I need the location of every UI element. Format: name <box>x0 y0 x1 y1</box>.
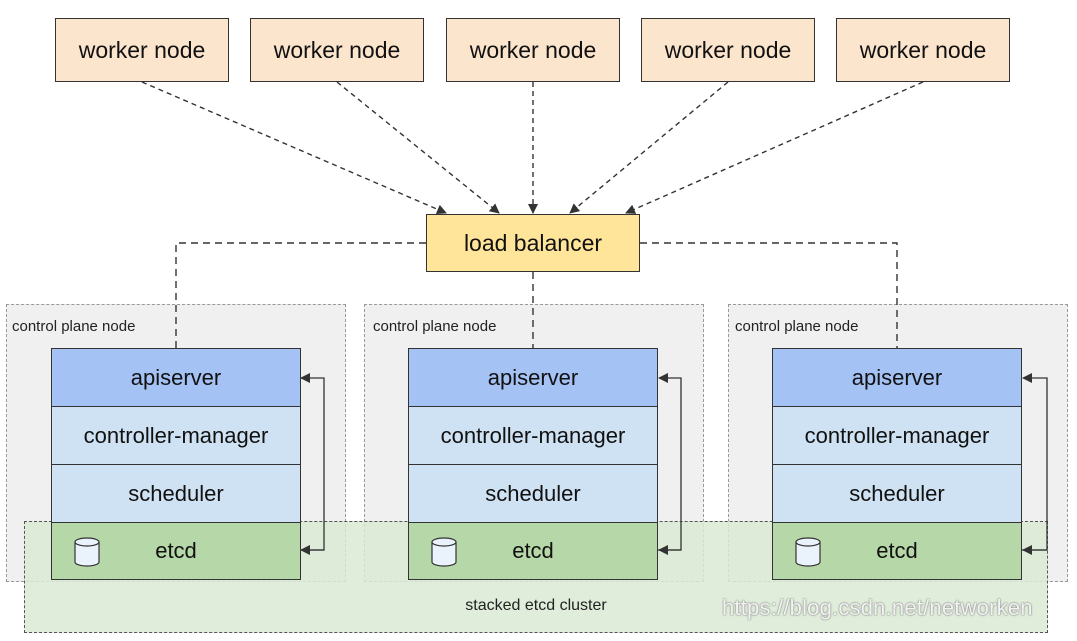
etcd-box: etcd <box>51 522 301 580</box>
etcd-cluster-label: stacked etcd cluster <box>465 597 607 614</box>
scheduler-box: scheduler <box>51 464 301 522</box>
worker-node-4: worker node <box>641 18 815 82</box>
controller-manager-box: controller-manager <box>51 406 301 464</box>
etcd-box: etcd <box>408 522 658 580</box>
controller-manager-box: controller-manager <box>772 406 1022 464</box>
apiserver-box: apiserver <box>408 348 658 406</box>
control-plane-stack-3: apiserver controller-manager scheduler e… <box>772 348 1022 580</box>
control-plane-label-3: control plane node <box>735 318 859 335</box>
etcd-label: etcd <box>876 538 918 563</box>
worker-node-3: worker node <box>446 18 620 82</box>
worker-to-lb-line-1 <box>141 81 447 215</box>
etcd-label: etcd <box>512 538 554 563</box>
database-icon <box>74 537 100 567</box>
lb-to-apiserver-line-3 <box>640 242 898 348</box>
controller-manager-box: controller-manager <box>408 406 658 464</box>
control-plane-stack-1: apiserver controller-manager scheduler e… <box>51 348 301 580</box>
etcd-box: etcd <box>772 522 1022 580</box>
worker-node-2: worker node <box>250 18 424 82</box>
control-plane-stack-2: apiserver controller-manager scheduler e… <box>408 348 658 580</box>
apiserver-box: apiserver <box>772 348 1022 406</box>
database-icon <box>795 537 821 567</box>
scheduler-box: scheduler <box>772 464 1022 522</box>
etcd-to-apiserver-loop-1 <box>300 373 325 551</box>
scheduler-box: scheduler <box>408 464 658 522</box>
control-plane-label-1: control plane node <box>12 318 136 335</box>
database-icon <box>431 537 457 567</box>
etcd-to-apiserver-loop-2 <box>658 373 682 551</box>
apiserver-box: apiserver <box>51 348 301 406</box>
worker-node-5: worker node <box>836 18 1010 82</box>
etcd-to-apiserver-loop-3 <box>1022 373 1048 551</box>
worker-to-lb-line-4 <box>569 81 729 214</box>
worker-to-lb-line-2 <box>336 81 500 214</box>
worker-to-lb-line-5 <box>625 81 924 214</box>
control-plane-label-2: control plane node <box>373 318 497 335</box>
watermark: https://blog.csdn.net/networken <box>722 595 1033 620</box>
load-balancer: load balancer <box>426 214 640 272</box>
worker-node-1: worker node <box>55 18 229 82</box>
etcd-label: etcd <box>155 538 197 563</box>
